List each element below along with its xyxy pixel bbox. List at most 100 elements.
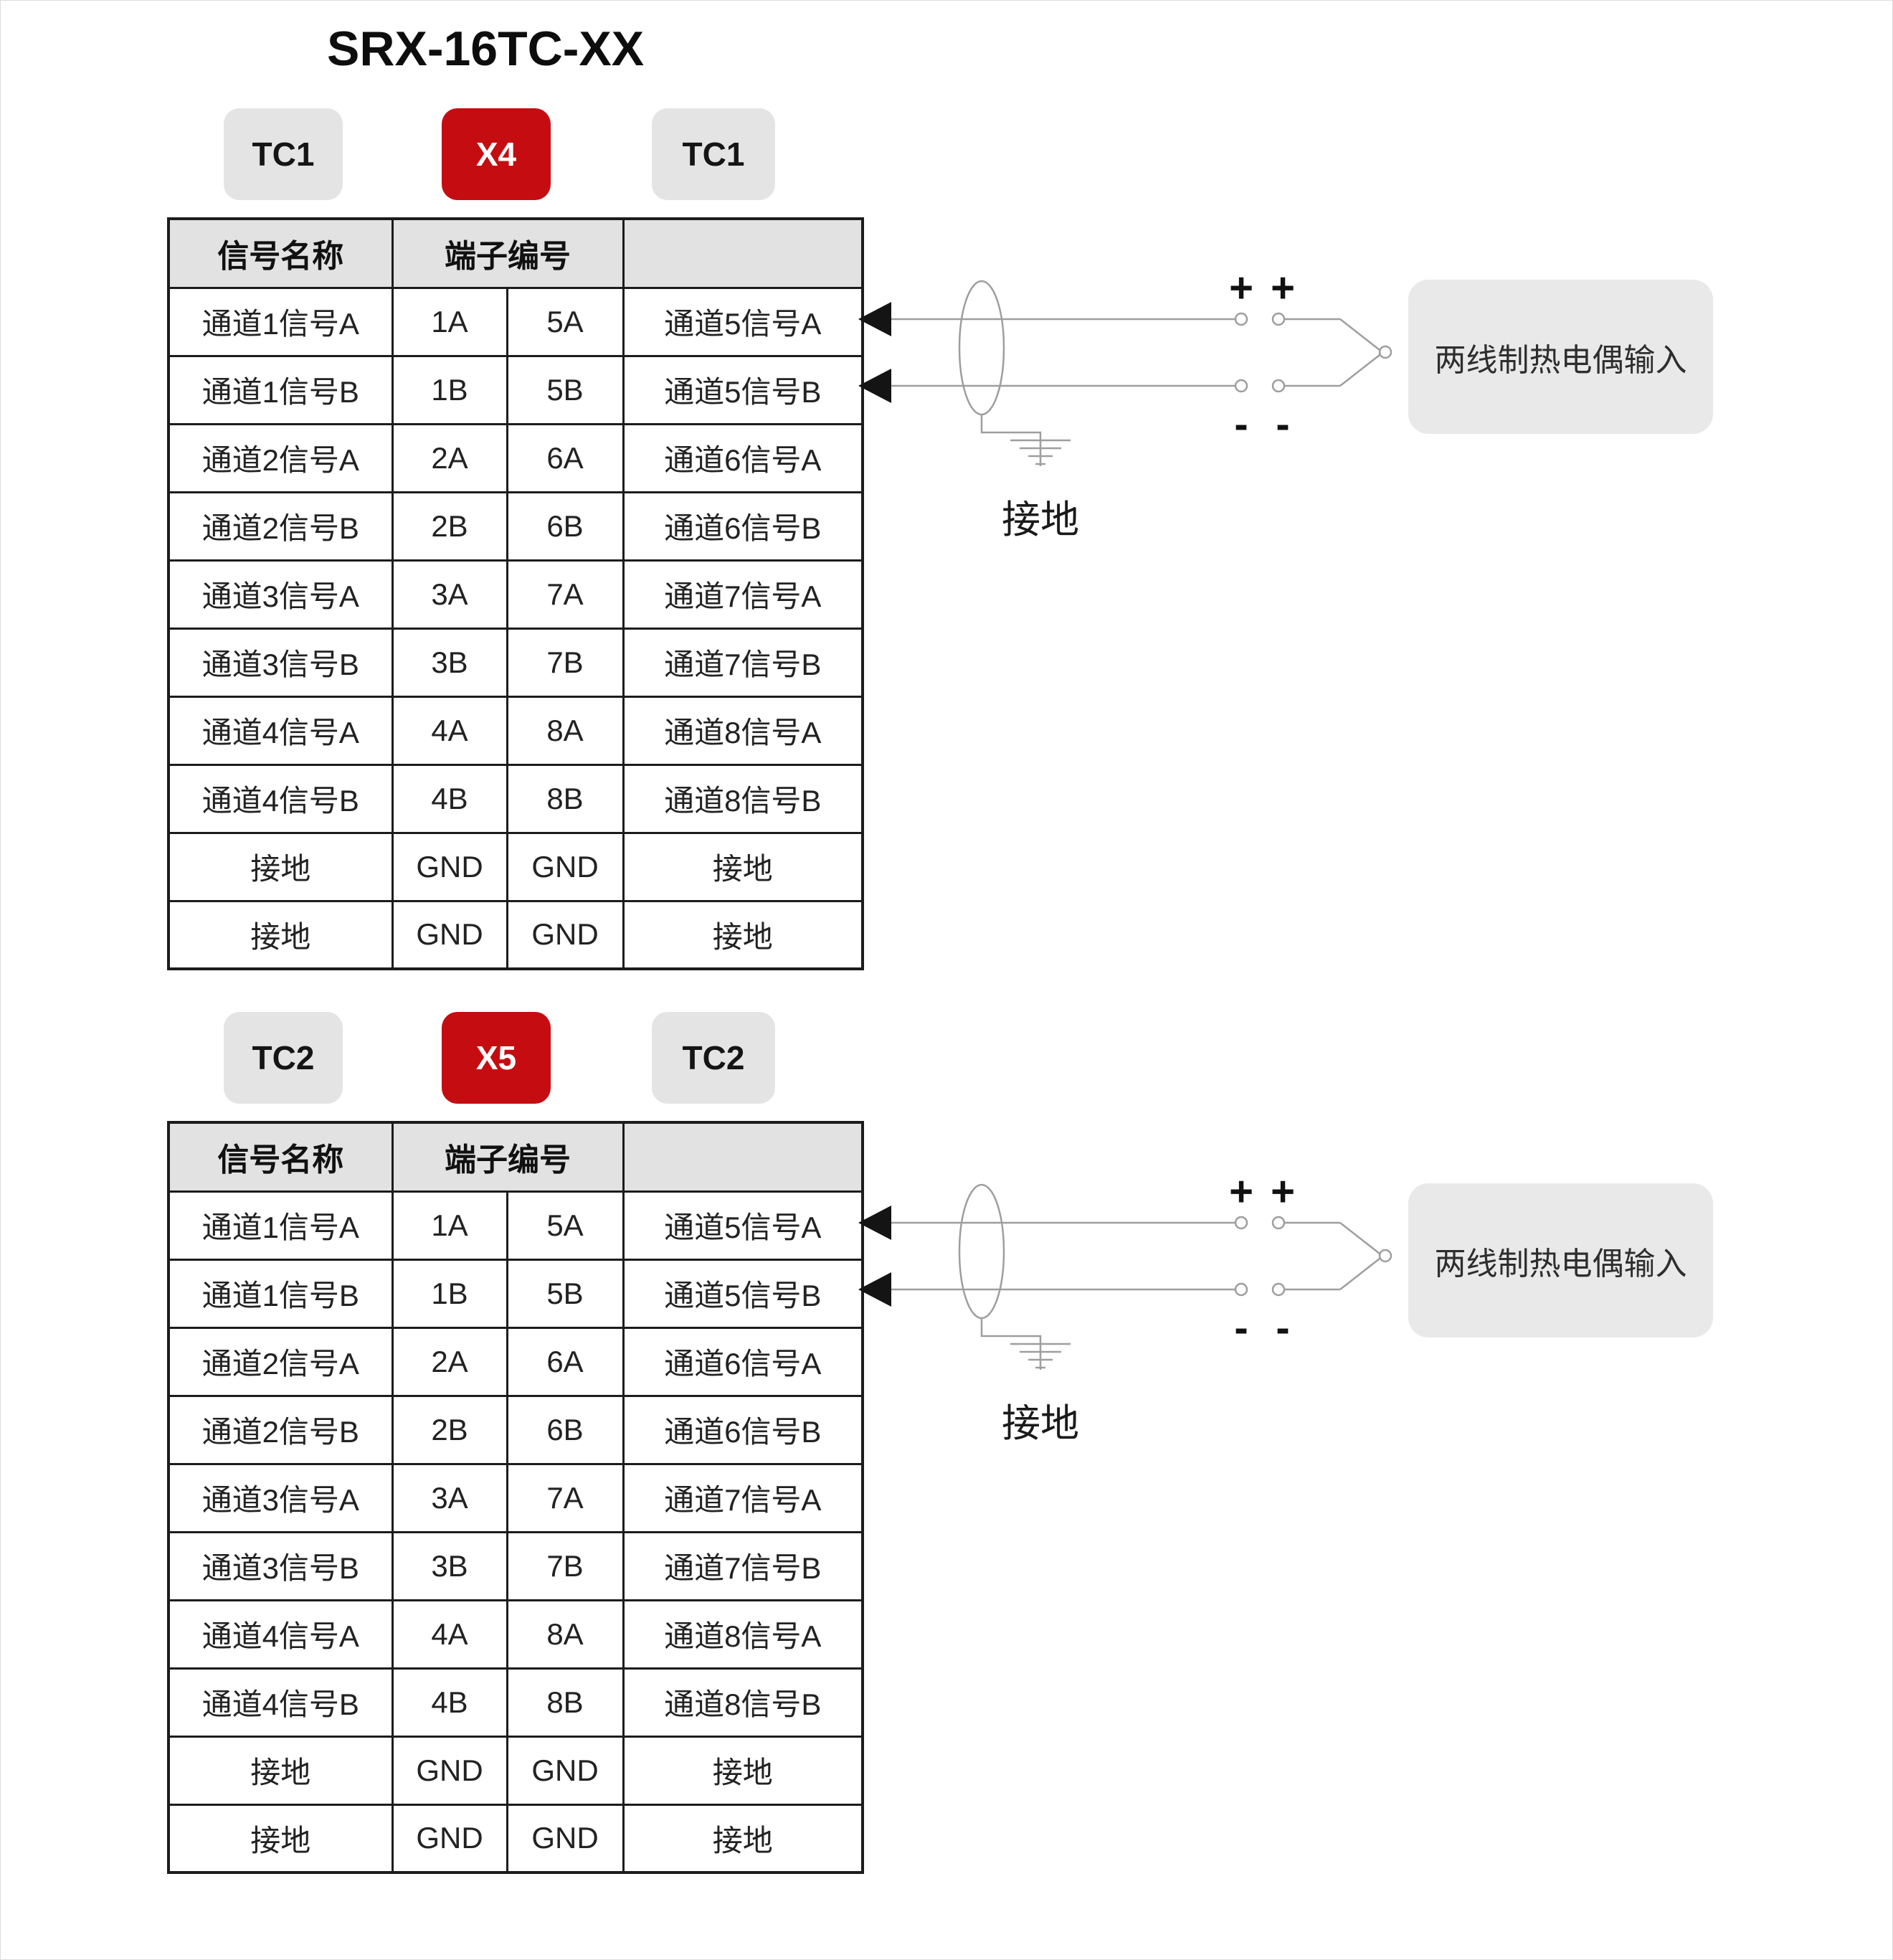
thermocouple-input-label-box: 两线制热电偶输入 [1408,1183,1713,1338]
input-arrow-icon [858,1206,891,1240]
earth-ground-stem [980,1318,1042,1370]
ground-label: 接地 [1002,497,1079,542]
table-cell: GND [506,899,625,970]
thermocouple-input-label: 两线制热电偶输入 [1434,1246,1687,1282]
page-title: SRX-16TC-XX [327,22,645,76]
table-cell: 通道6信号A [622,422,864,493]
table-cell: 通道1信号B [167,354,394,425]
table-cell: 6A [506,422,625,493]
input-arrow-icon [858,1272,891,1307]
table-head: 信号名称 端子编号 [167,1121,864,1193]
polarity-plus: + [1229,1168,1253,1215]
polarity-minus: - [1276,401,1289,448]
table-cell: 接地 [167,899,394,970]
col-header-signal-name: 信号名称 [167,1121,394,1193]
table-cell: 5A [506,286,625,357]
earth-ground-stem [980,415,1042,466]
table-cell: 6B [506,491,625,562]
table-cell: 3B [391,1530,508,1601]
table-cell: 4A [391,695,508,766]
terminal-circle-icon [1271,1216,1286,1230]
table-cell: 3A [391,1462,508,1533]
table-cell: 通道3信号B [167,627,394,698]
table-cell: 通道4信号B [167,763,394,834]
table-cell: 接地 [622,1803,864,1874]
table-cell: 3A [391,559,508,630]
table-cell: 8B [506,1667,625,1738]
table-cell: 1B [391,1258,508,1329]
table-cell: 通道4信号A [167,1599,394,1670]
table-cell: 2B [391,491,508,562]
table-cell: 通道2信号A [167,422,394,493]
earth-ground-icon [1010,439,1071,465]
table-cell: 通道6信号A [622,1326,864,1397]
table-cell: 通道5信号B [622,354,864,425]
table-cell: 4B [391,763,508,834]
table-cell: 接地 [622,1735,864,1806]
connector-tag-x4: X4 [442,108,551,200]
table-cell: 4B [391,1667,508,1738]
table-cell: 通道8信号A [622,1599,864,1670]
table-cell: GND [506,831,625,902]
input-arrow-icon [858,302,891,336]
polarity-minus: - [1234,1305,1248,1351]
table-cell: 通道6信号B [622,1394,864,1465]
table-cell: 通道1信号A [167,1190,394,1261]
table-cell: 接地 [622,831,864,902]
table-cell: 通道4信号B [167,1667,394,1738]
table-cell: GND [506,1735,625,1806]
table-cell: 通道5信号A [622,1190,864,1261]
connector-tag-x5: X5 [442,1012,551,1104]
table-cell: 8A [506,1599,625,1670]
table-cell: GND [391,1803,508,1874]
ground-label: 接地 [1002,1401,1079,1446]
table-head: 信号名称 端子编号 [167,217,864,289]
table-cell: 通道3信号A [167,559,394,630]
cable-shield-icon [958,280,1005,416]
table-cell: 接地 [167,1803,394,1874]
input-arrow-icon [858,369,891,403]
table-cell: GND [391,831,508,902]
table-cell: 7B [506,1530,625,1601]
wire-line-junction-top [1339,1222,1380,1254]
connector-tag-tc2-left: TC2 [224,1012,343,1104]
table-cell: 通道1信号B [167,1258,394,1329]
wire-line-junction-top [1339,318,1380,351]
table-cell: 通道6信号B [622,491,864,562]
thermocouple-input-label-box: 两线制热电偶输入 [1408,280,1713,434]
connector-tag-tc1-left: TC1 [224,108,343,200]
table-cell: 2A [391,1326,508,1397]
wire-line-junction-bottom [1339,1258,1380,1290]
polarity-plus: + [1229,265,1253,311]
polarity-plus: + [1271,265,1295,311]
polarity-plus: + [1271,1168,1295,1215]
thermocouple-wiring-diagram: + + - - 接地 [858,265,1393,542]
table-cell: GND [506,1803,625,1874]
terminal-circle-icon [1234,312,1248,326]
table-cell: 通道8信号B [622,763,864,834]
table-cell: 接地 [167,831,394,902]
table-cell: 通道7信号A [622,559,864,630]
col-header-terminal-number: 端子编号 [391,1121,625,1193]
